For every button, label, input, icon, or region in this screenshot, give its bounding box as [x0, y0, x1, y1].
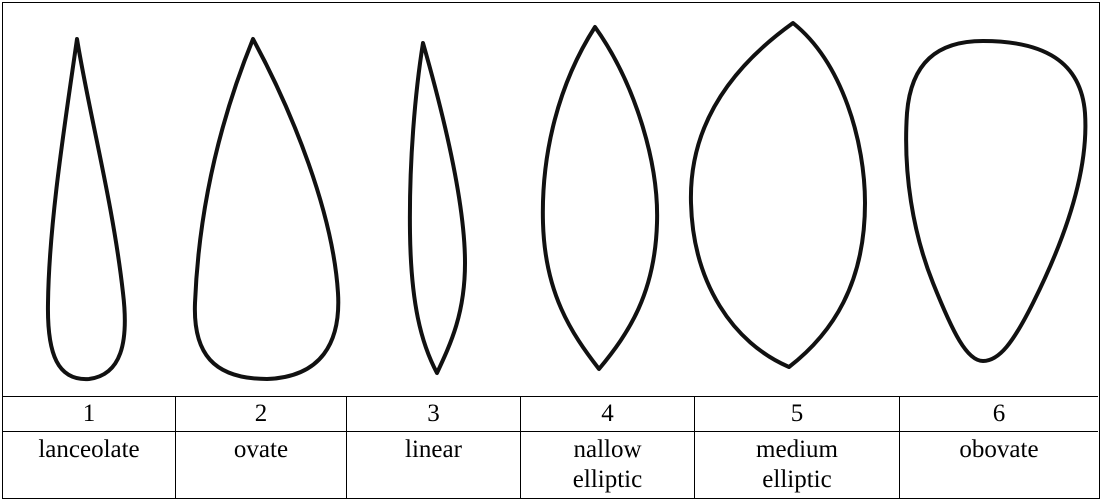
column-divider-5 — [899, 397, 900, 498]
shape-name-obovate: obovate — [959, 436, 1039, 463]
shape-number-5: 5 — [790, 400, 804, 427]
row-divider-middle — [3, 431, 1098, 432]
shape-number-3: 3 — [427, 400, 440, 427]
column-divider-3 — [520, 397, 521, 498]
leaf-obovate-drawing — [904, 39, 1088, 363]
leaf-lanceolate-drawing — [45, 37, 127, 382]
row-divider-top — [3, 396, 1098, 397]
shape-number-6: 6 — [992, 400, 1006, 427]
column-divider-2 — [346, 397, 347, 498]
leaf-drawings-row — [3, 3, 1098, 397]
leaf-drawings — [45, 21, 1088, 382]
leaf-narrow-elliptic-drawing — [540, 25, 660, 371]
shape-name-ovate: ovate — [233, 436, 289, 463]
leaf-linear-drawing — [407, 41, 467, 375]
leaf-ovate-drawing — [192, 37, 341, 381]
shape-name-lanceolate: lanceolate — [38, 436, 140, 463]
shape-name-medium-elliptic: medium elliptic — [756, 436, 838, 493]
leaf-medium-elliptic-drawing — [688, 21, 867, 369]
shape-number-4: 4 — [601, 400, 614, 427]
shape-number-1: 1 — [82, 400, 96, 427]
shape-number-2: 2 — [254, 400, 268, 427]
shape-name-narrow-elliptic: nallow elliptic — [572, 436, 643, 493]
shape-name-linear: linear — [405, 436, 462, 463]
column-divider-1 — [175, 397, 176, 498]
column-divider-4 — [694, 397, 695, 498]
